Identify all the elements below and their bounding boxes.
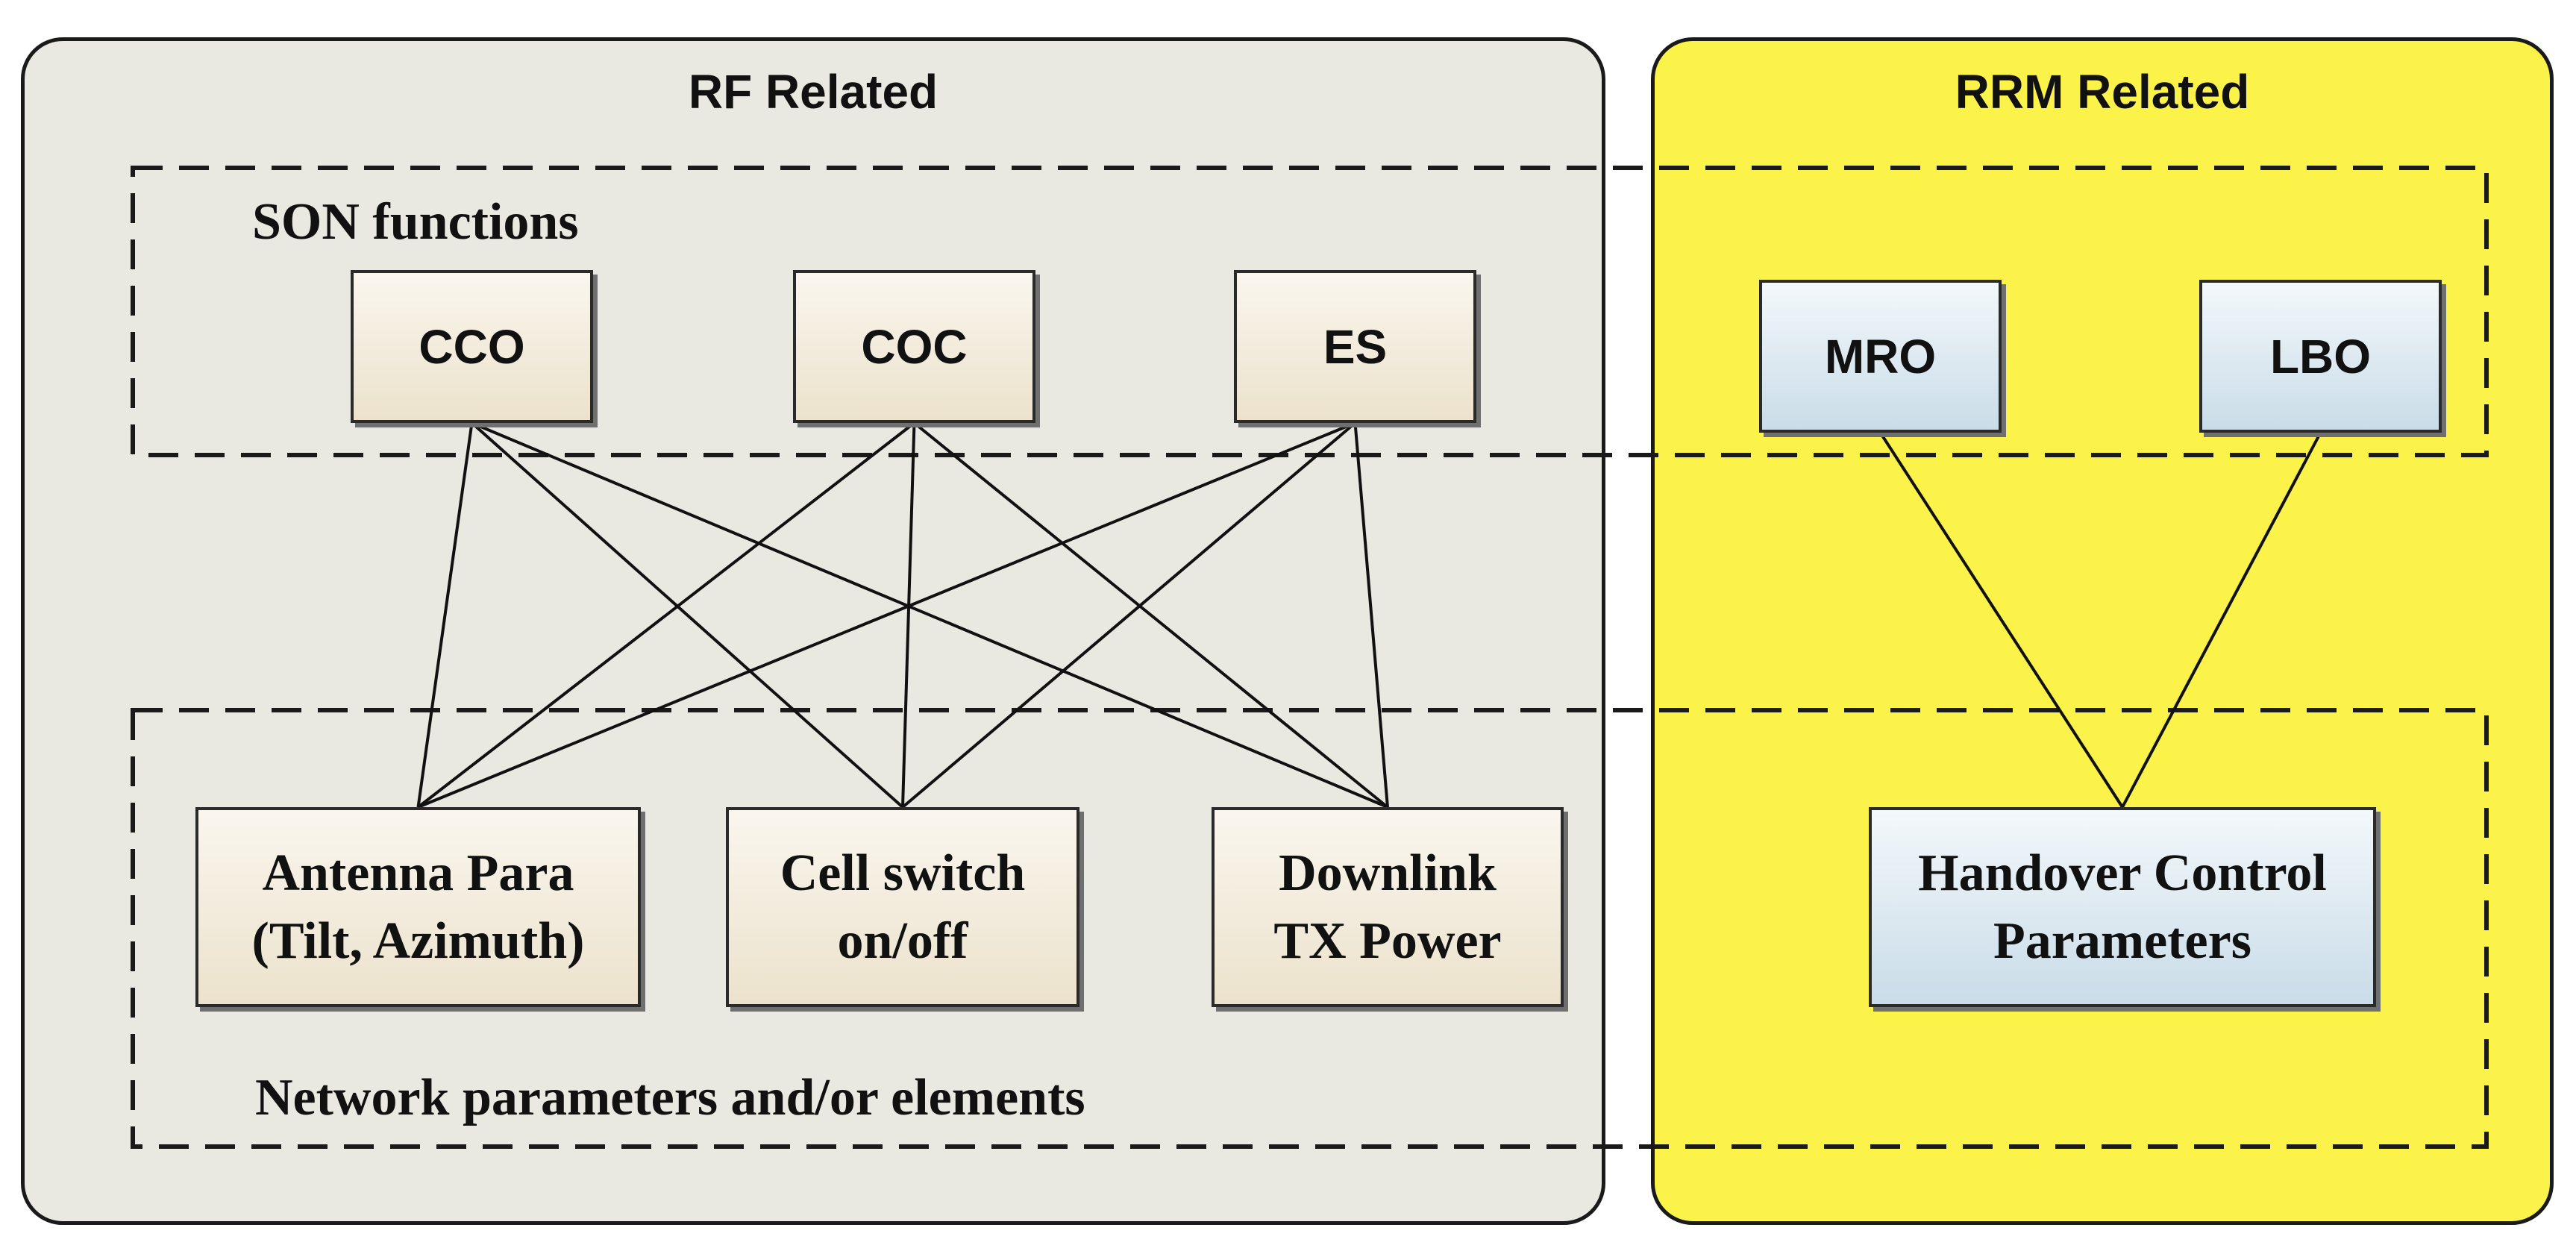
link-mro-handover xyxy=(1878,431,2124,809)
son-functions-group-border xyxy=(131,166,2489,457)
coc-label: COC xyxy=(861,319,968,374)
rrm-related-panel xyxy=(1651,37,2554,1225)
link-lines xyxy=(416,421,2322,809)
link-coc-antenna xyxy=(417,421,915,809)
link-es-antenna xyxy=(417,421,1356,809)
downlink-tx-power-box: Downlink TX Power xyxy=(1212,807,1564,1007)
link-es-cellswitch xyxy=(901,421,1356,809)
network-parameters-group-border xyxy=(131,708,2489,1149)
link-lbo-handover xyxy=(2121,432,2322,808)
lbo-box: LBO xyxy=(2199,280,2442,433)
link-coc-downlink xyxy=(913,421,1389,809)
rf-related-panel xyxy=(21,37,1605,1225)
rrm-related-title: RRM Related xyxy=(1955,65,2250,119)
link-cco-antenna xyxy=(416,422,474,808)
es-box: ES xyxy=(1234,270,1476,423)
link-es-downlink xyxy=(1353,422,1389,808)
mro-box: MRO xyxy=(1759,280,2002,433)
cco-box: CCO xyxy=(351,270,593,423)
link-cco-cellswitch xyxy=(471,421,904,809)
link-coc-cellswitch xyxy=(901,422,916,808)
link-cco-downlink xyxy=(471,421,1388,809)
cell-switch-label: Cell switch on/off xyxy=(780,844,1026,970)
network-parameters-label: Network parameters and/or elements xyxy=(255,1069,1085,1126)
antenna-para-label: Antenna Para (Tilt, Azimuth) xyxy=(251,844,585,970)
coc-box: COC xyxy=(793,270,1035,423)
lbo-label: LBO xyxy=(2269,329,2372,383)
antenna-para-box: Antenna Para (Tilt, Azimuth) xyxy=(195,807,641,1007)
son-functions-label: SON functions xyxy=(252,193,579,251)
cco-label: CCO xyxy=(419,319,525,374)
rf-related-title: RF Related xyxy=(688,65,938,119)
mro-label: MRO xyxy=(1824,329,1937,383)
handover-control-parameters-label: Handover Control Parameters xyxy=(1918,844,2327,970)
downlink-tx-power-label: Downlink TX Power xyxy=(1273,844,1502,970)
handover-control-parameters-box: Handover Control Parameters xyxy=(1869,807,2376,1007)
cell-switch-box: Cell switch on/off xyxy=(726,807,1079,1007)
es-label: ES xyxy=(1323,319,1388,374)
